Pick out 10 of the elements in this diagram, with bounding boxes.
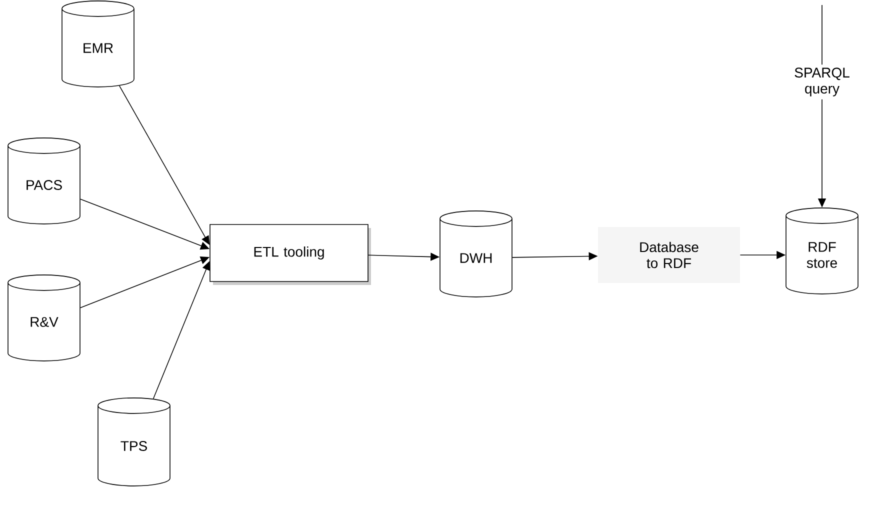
database-cylinder: EMR: [62, 0, 134, 88]
database-cylinder: PACS: [8, 138, 80, 224]
database-cylinder: TPS: [98, 398, 170, 486]
process-box: ETL tooling: [210, 224, 371, 285]
database-cylinder: DWH: [440, 210, 512, 298]
database-cylinder: R&V: [8, 274, 80, 362]
arrow: [119, 85, 210, 245]
process-box: Database to RDF: [598, 227, 740, 283]
database-cylinder: RDF store: [786, 208, 858, 294]
edge-label: SPARQL query: [789, 64, 855, 100]
